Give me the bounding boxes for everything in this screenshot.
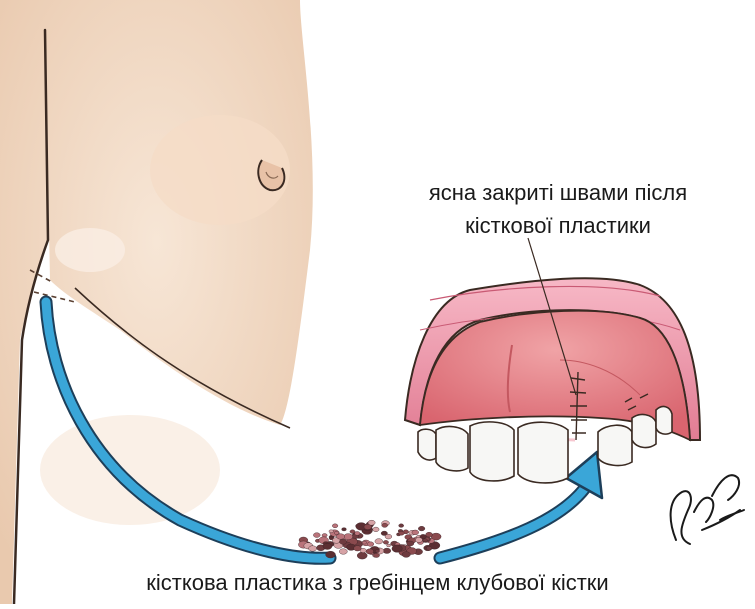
gum-sutures-callout: ясна закриті швами після кісткової пласт… [388,176,728,242]
graft-particle [423,539,428,542]
figure-caption: кісткова пластика з гребінцем клубової к… [0,570,755,596]
graft-particle [387,544,391,547]
graft-particle [368,520,375,525]
graft-particle [357,552,367,559]
graft-particle [382,523,388,527]
graft-particle [337,534,345,540]
graft-particle [322,534,327,538]
graft-particle [344,534,353,540]
graft-particle [402,552,410,558]
graft-particle [375,539,383,544]
graft-particle [412,530,419,535]
graft-particle [332,524,338,528]
graft-particle [309,546,317,552]
graft-particle [323,543,332,549]
graft-particle [362,541,366,544]
graft-particle [383,540,388,544]
graft-particle [366,549,374,554]
graft-particle [375,550,379,553]
graft-particle [383,548,391,553]
graft-particle [392,545,402,552]
callout-line-1: ясна закриті швами після [388,176,728,209]
graft-particle [407,541,414,546]
graft-particle [326,551,336,558]
graft-particle [399,524,404,528]
graft-particle [385,534,392,539]
artist-signature [671,475,744,544]
graft-particle [342,528,347,531]
graft-particle [426,546,432,550]
graft-particle [418,526,425,531]
callout-line-2: кісткової пластики [388,209,728,242]
graft-particle [426,532,433,537]
graft-particle [354,546,362,551]
upper-jaw [405,278,700,483]
graft-particle [329,530,333,533]
graft-particle [399,531,405,535]
graft-particle [355,532,360,536]
graft-particle [339,539,346,544]
graft-particle [313,533,320,538]
graft-particle [415,538,422,543]
graft-particle [339,549,347,555]
graft-particle [373,527,379,532]
graft-particle [373,553,379,557]
graft-particle [367,542,373,547]
